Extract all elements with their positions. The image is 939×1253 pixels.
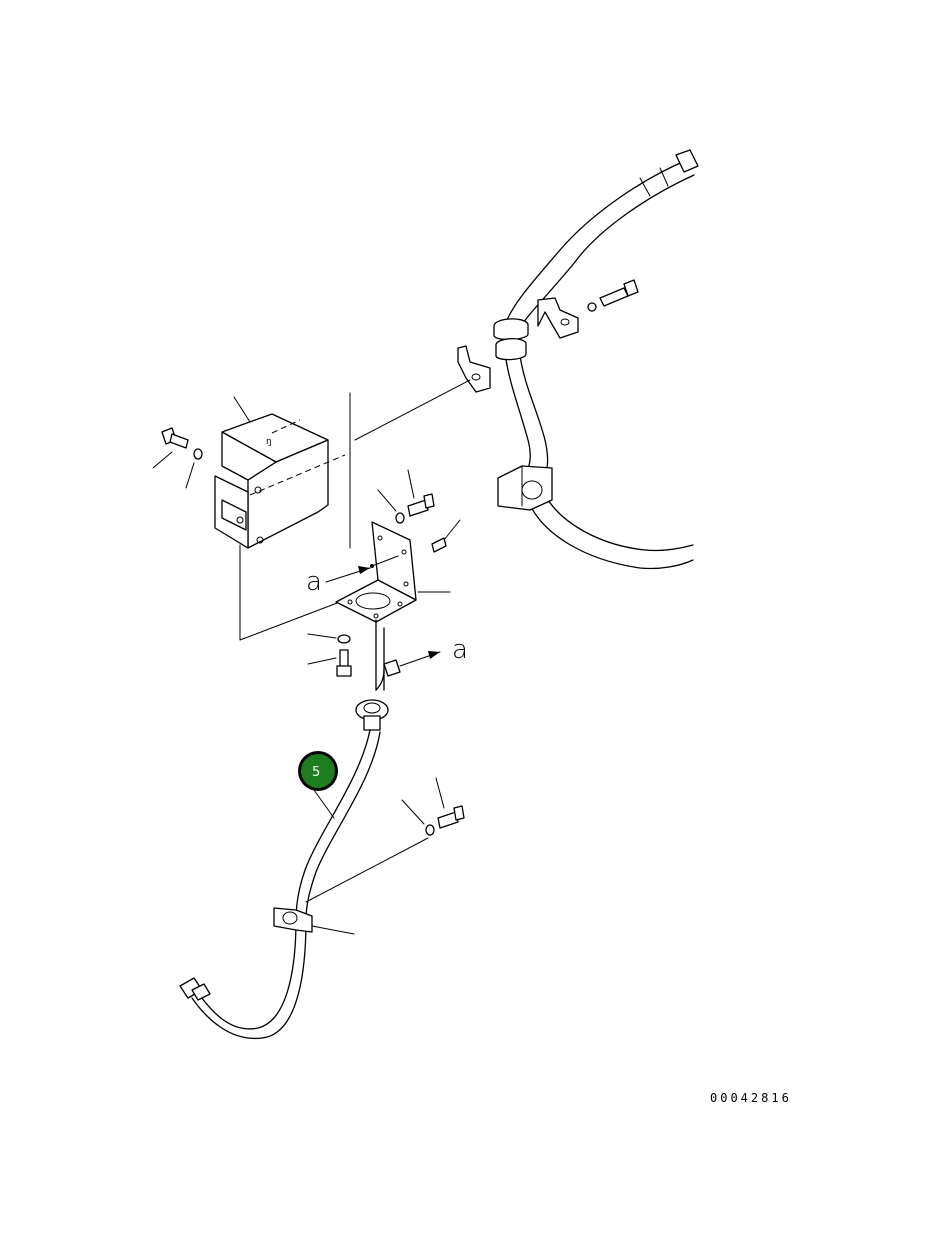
upper-clip-bolt [537, 279, 639, 339]
ref-letter-a-upper: a [306, 567, 322, 597]
callout-5-number: 5 [312, 765, 320, 780]
lower-bolt-washer [307, 633, 352, 677]
svg-text:ŋ: ŋ [266, 437, 272, 447]
left-bolt-washer [152, 427, 203, 489]
sensor-plate [335, 521, 451, 623]
upper-hose [493, 149, 699, 570]
ref-letter-a-lower: a [452, 635, 468, 665]
clamp-bolt-washer [305, 777, 465, 903]
callout-5[interactable]: 5 [298, 751, 338, 791]
plate-bolt-washer [377, 469, 461, 553]
ref-arrow-a-upper [325, 555, 399, 583]
sensor-box-bracket: ŋ [214, 413, 346, 549]
callout-5-badge [301, 754, 335, 788]
sensor-cable [179, 619, 441, 1040]
drawing-number: 00042816 [710, 1091, 792, 1105]
mid-clip [457, 345, 491, 393]
